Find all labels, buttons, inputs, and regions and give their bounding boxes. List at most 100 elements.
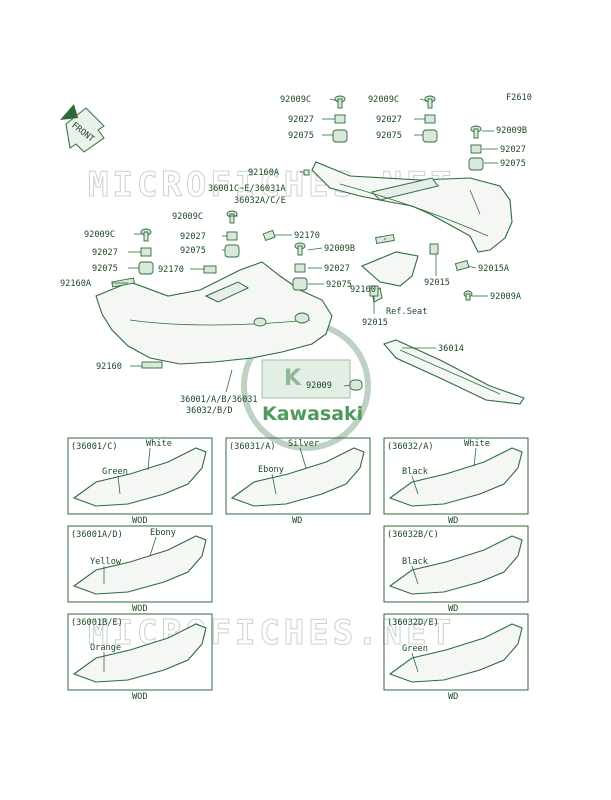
callout-92160a: 92160A bbox=[60, 279, 92, 289]
callout-92075: 92075 bbox=[326, 280, 352, 290]
grommet-icon bbox=[468, 157, 484, 171]
bolt-icon bbox=[140, 228, 152, 242]
callout-36014: 36014 bbox=[438, 344, 464, 354]
bolt-icon bbox=[424, 95, 436, 109]
variant-code: (36001/C) bbox=[71, 442, 118, 452]
clip-icon bbox=[429, 243, 439, 255]
callout-92027: 92027 bbox=[324, 264, 350, 274]
grommet-icon bbox=[292, 277, 308, 291]
callout-92075: 92075 bbox=[288, 131, 314, 141]
callouts: 92009C 92009C 92027 92027 92075 92075 92… bbox=[60, 95, 527, 416]
figure-code: F2610 bbox=[506, 93, 532, 103]
tape-icon bbox=[141, 361, 163, 369]
finish-label: WD bbox=[448, 604, 458, 614]
finish-label: WD bbox=[448, 692, 458, 702]
callout-92160: 92160 bbox=[96, 362, 122, 372]
callout-92009c: 92009C bbox=[172, 212, 203, 222]
finish-label: WOD bbox=[132, 692, 148, 702]
callout-92009a: 92009A bbox=[490, 292, 522, 302]
callout-92160: 92160 bbox=[350, 285, 376, 295]
color-label: White bbox=[146, 439, 172, 449]
color-label: Ebony bbox=[150, 528, 176, 538]
bolt-icon bbox=[334, 95, 346, 109]
finish-label: WD bbox=[448, 516, 458, 526]
variant-code: (36032D/E) bbox=[387, 618, 439, 628]
variant-code: (36001A/D) bbox=[71, 530, 123, 540]
callout-92009c: 92009C bbox=[84, 230, 115, 240]
variant-code: (36032B/C) bbox=[387, 530, 439, 540]
callout-92027: 92027 bbox=[376, 115, 402, 125]
callout-92015: 92015 bbox=[362, 318, 388, 328]
variant-box: (36032/A) White Black WD bbox=[383, 437, 529, 526]
bolt-icon bbox=[226, 210, 238, 224]
bolt-icon bbox=[470, 125, 482, 139]
grommet-icon bbox=[138, 261, 154, 275]
seat-insert bbox=[360, 251, 419, 303]
variant-box: (36031/A) Silver Ebony WD bbox=[225, 437, 371, 526]
callout-92075: 92075 bbox=[376, 131, 402, 141]
color-label: Green bbox=[102, 467, 128, 477]
variant-code: (36001B/E) bbox=[71, 618, 123, 628]
bolt-icon bbox=[463, 290, 473, 301]
finish-label: WD bbox=[292, 516, 302, 526]
callout-92009: 92009 bbox=[306, 381, 332, 391]
variant-box: (36001B/E) Orange WOD bbox=[67, 613, 213, 702]
callout-36032-b-d: 36032/B/D bbox=[186, 406, 233, 416]
svg-text:K: K bbox=[284, 366, 302, 391]
color-label: Orange bbox=[90, 643, 121, 653]
callout-92160a: 92160A bbox=[248, 168, 280, 178]
callout-92009b: 92009B bbox=[324, 244, 355, 254]
collar-icon bbox=[140, 247, 152, 257]
color-label: Yellow bbox=[90, 557, 122, 567]
color-label: Silver bbox=[288, 439, 319, 449]
finish-label: WOD bbox=[132, 516, 148, 526]
collar-icon bbox=[334, 114, 346, 124]
color-label: Ebony bbox=[258, 465, 284, 475]
color-label: White bbox=[464, 439, 490, 449]
variant-box: (36001/C) White Green WOD bbox=[67, 437, 213, 526]
left-seat-cover bbox=[95, 261, 333, 365]
callout-92170: 92170 bbox=[294, 231, 320, 241]
callout-92027: 92027 bbox=[500, 145, 526, 155]
grommet-icon bbox=[224, 244, 240, 258]
variant-code: (36031/A) bbox=[229, 442, 276, 452]
color-label: Black bbox=[402, 557, 429, 567]
callout-92015: 92015 bbox=[424, 278, 450, 288]
variant-code: (36032/A) bbox=[387, 442, 434, 452]
clip-icon bbox=[262, 229, 276, 242]
rear-cover-36014 bbox=[383, 339, 525, 405]
clip-icon bbox=[203, 265, 217, 274]
grommet-icon bbox=[349, 379, 363, 391]
callout-92170: 92170 bbox=[158, 265, 184, 275]
callout-92027: 92027 bbox=[92, 248, 118, 258]
grommet-icon bbox=[332, 129, 348, 143]
color-label: Green bbox=[402, 644, 428, 654]
callout-92027: 92027 bbox=[288, 115, 314, 125]
collar-icon bbox=[226, 231, 238, 241]
tape-icon bbox=[111, 277, 135, 288]
callout-92009c: 92009C bbox=[280, 95, 311, 105]
front-arrow-icon: FRONT bbox=[60, 104, 105, 153]
callout-92027: 92027 bbox=[180, 232, 206, 242]
collar-icon bbox=[424, 114, 436, 124]
collar-icon bbox=[294, 263, 306, 273]
collar-icon bbox=[470, 144, 482, 154]
callout-92015a: 92015A bbox=[478, 264, 510, 274]
finish-label: WOD bbox=[132, 604, 148, 614]
callout-36001c-e-36031a: 36001C~E/36031A bbox=[208, 184, 286, 194]
callout-92009c: 92009C bbox=[368, 95, 399, 105]
callout-ref-seat: Ref.Seat bbox=[386, 307, 427, 317]
grommet-icon bbox=[422, 129, 438, 143]
tape-icon bbox=[303, 169, 310, 176]
color-label: Black bbox=[402, 467, 429, 477]
variant-box: (36001A/D) Ebony Yellow WOD bbox=[67, 525, 213, 614]
logo-text: Kawasaki bbox=[262, 403, 363, 425]
callout-92075: 92075 bbox=[92, 264, 118, 274]
clip-icon bbox=[454, 259, 470, 271]
callout-92075: 92075 bbox=[180, 246, 206, 256]
callout-92075: 92075 bbox=[500, 159, 526, 169]
callout-92009b: 92009B bbox=[496, 126, 527, 136]
callout-36001-a-b-36031: 36001/A/B/36031 bbox=[180, 395, 258, 405]
right-seat-cover bbox=[311, 161, 513, 253]
